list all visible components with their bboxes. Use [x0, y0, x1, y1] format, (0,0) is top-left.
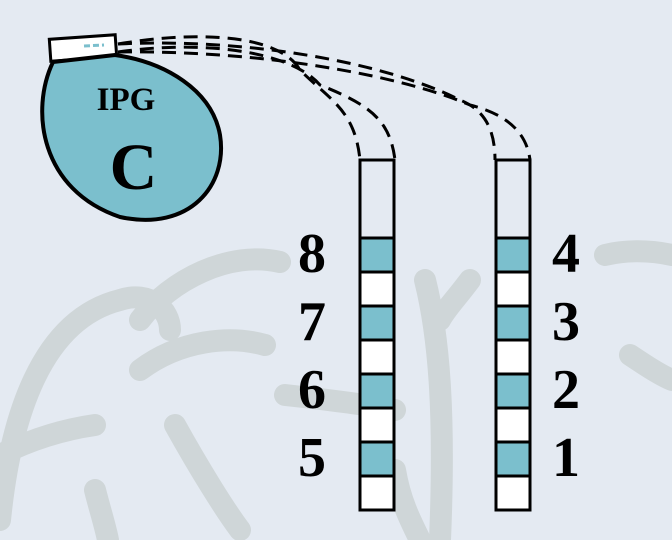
inactive-contact [494, 270, 532, 308]
ipg-body[interactable] [40, 53, 224, 222]
ipg-label: IPG [96, 82, 156, 118]
contact-number-6: 6 [298, 359, 326, 421]
inactive-contact [358, 338, 396, 376]
contact-number-4: 4 [552, 223, 580, 285]
contact-number-1: 1 [552, 427, 580, 489]
inactive-contact [494, 338, 532, 376]
active-contact [358, 440, 396, 478]
contact-number-8: 8 [298, 223, 326, 285]
active-contact [494, 440, 532, 478]
active-contact [494, 372, 532, 410]
contact-number-5: 5 [298, 427, 326, 489]
contact-number-7: 7 [298, 291, 326, 353]
extension-cables [117, 35, 532, 161]
active-contact [358, 372, 396, 410]
active-contact [494, 304, 532, 342]
lead-right [494, 158, 532, 512]
contact-number-2: 2 [552, 359, 580, 421]
active-contact [494, 236, 532, 274]
brain-sketch [0, 240, 672, 540]
inactive-contact [358, 270, 396, 308]
inactive-contact [358, 474, 396, 512]
inactive-contact [494, 406, 532, 444]
active-contact [358, 236, 396, 274]
inactive-contact [494, 474, 532, 512]
inactive-contact [358, 406, 396, 444]
ipg-letter: C [109, 131, 158, 204]
active-contact [358, 304, 396, 342]
lead-left [358, 158, 396, 512]
header-slot-mark [83, 43, 105, 48]
contact-number-3: 3 [552, 291, 580, 353]
